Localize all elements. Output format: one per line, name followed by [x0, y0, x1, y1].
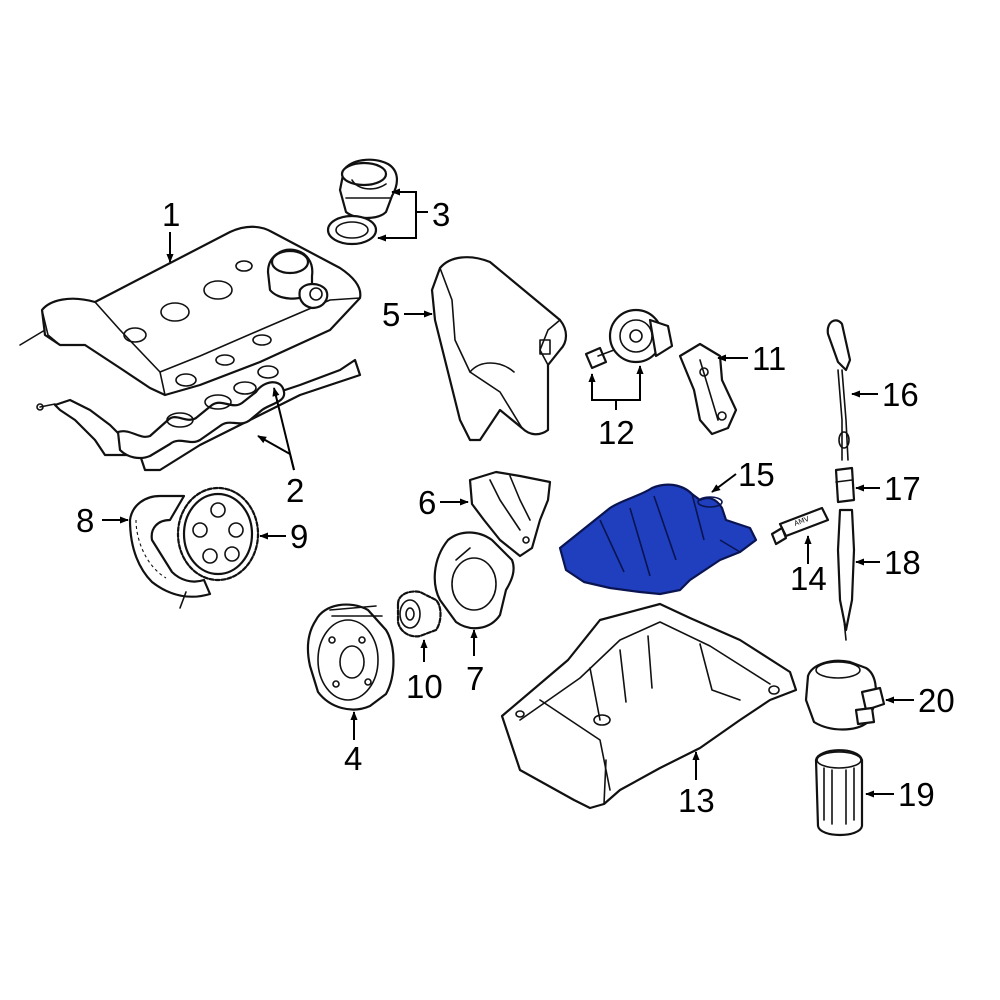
callout-16: 16 [882, 376, 919, 413]
crankshaft-pulley[interactable] [306, 603, 395, 711]
callout-labels: 1 2 3 4 5 6 7 8 9 10 11 12 13 14 15 16 1… [76, 196, 955, 819]
camshaft-sprocket[interactable] [176, 486, 260, 582]
callout-18: 18 [884, 544, 921, 581]
leader-3 [391, 188, 428, 213]
leader-2b [272, 387, 295, 471]
callout-10: 10 [406, 668, 443, 705]
oil-filter-housing[interactable] [804, 659, 886, 731]
valve-cover-gasket[interactable] [36, 358, 362, 472]
callout-19: 19 [898, 776, 935, 813]
tensioner-bolt[interactable] [584, 346, 615, 370]
timing-belt-cover-lower[interactable] [468, 470, 552, 558]
callout-9: 9 [290, 518, 308, 555]
callout-8: 8 [76, 502, 94, 539]
leader-2a [257, 435, 295, 471]
leader-3b [377, 212, 417, 242]
callout-17: 17 [884, 470, 921, 507]
oil-filler-cap[interactable] [326, 158, 398, 246]
crankshaft-backing-plate[interactable] [433, 531, 515, 630]
callout-4: 4 [344, 740, 362, 777]
callout-12: 12 [598, 414, 635, 451]
valve-cover[interactable] [19, 225, 362, 397]
dipstick-tube[interactable] [836, 508, 856, 641]
callout-1: 1 [162, 196, 180, 233]
callout-14: 14 [790, 560, 827, 597]
callout-11: 11 [752, 340, 786, 377]
leader-12a [588, 373, 617, 410]
callout-20: 20 [918, 682, 955, 719]
callout-3: 3 [432, 196, 450, 233]
dipstick-seal[interactable] [834, 431, 856, 504]
callout-7: 7 [466, 660, 484, 697]
timing-belt-cover-upper[interactable] [430, 256, 568, 442]
sealant-tube[interactable]: AMV [770, 506, 830, 546]
timing-belt[interactable] [128, 494, 212, 609]
oil-filter[interactable] [814, 749, 864, 836]
crankshaft-sprocket[interactable] [396, 590, 442, 638]
oil-baffle-highlighted[interactable] [558, 483, 758, 596]
callout-13: 13 [678, 782, 715, 819]
timing-bracket[interactable] [678, 342, 738, 436]
oil-pan[interactable] [500, 602, 798, 810]
callout-6: 6 [418, 484, 436, 521]
leader-12b [616, 365, 644, 401]
callout-5: 5 [382, 296, 400, 333]
callout-15: 15 [738, 456, 775, 493]
tensioner-pulley[interactable] [608, 308, 674, 364]
callout-2: 2 [286, 472, 304, 509]
leader-lines [102, 188, 914, 798]
leader-15 [711, 473, 737, 493]
